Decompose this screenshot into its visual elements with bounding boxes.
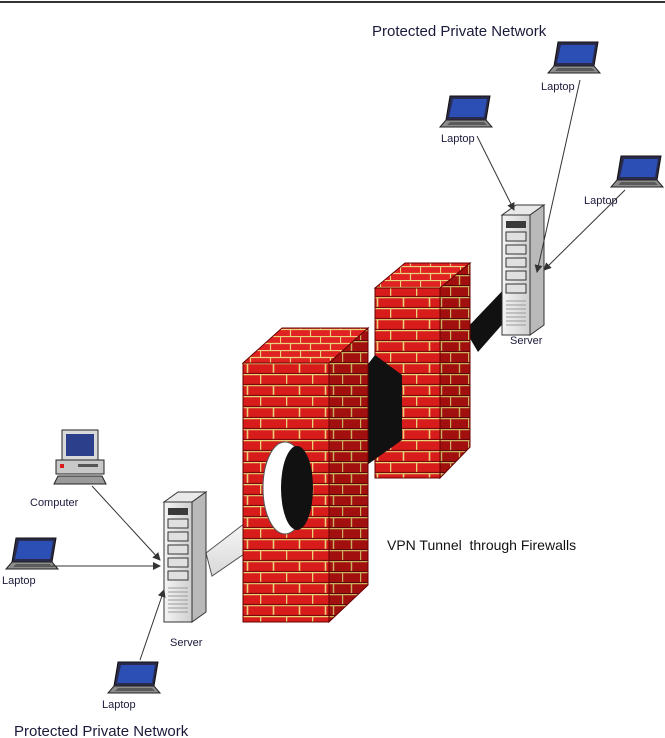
- laptop-label-top-right: Laptop: [541, 81, 575, 93]
- server-icon[interactable]: [163, 491, 207, 623]
- laptop-label-bottom: Laptop: [102, 699, 136, 711]
- laptop-label-right: Laptop: [584, 195, 618, 207]
- connection-arrows: [52, 79, 626, 661]
- firewall-front: [241, 326, 370, 624]
- server-label-top: Server: [510, 335, 543, 347]
- laptop-icon[interactable]: [5, 537, 59, 570]
- laptop-icon[interactable]: [107, 661, 161, 694]
- laptop-icon[interactable]: [547, 41, 601, 74]
- bottom-network-label: Protected Private Network: [14, 723, 189, 738]
- laptop-label-left: Laptop: [2, 575, 36, 587]
- computer-label: Computer: [30, 497, 79, 509]
- laptop-label-top-left: Laptop: [441, 133, 475, 145]
- laptop-icon[interactable]: [610, 155, 664, 188]
- laptop-icon[interactable]: [439, 95, 493, 128]
- computer-icon[interactable]: [53, 429, 107, 485]
- server-label-bottom: Server: [170, 637, 203, 649]
- vpn-tunnel-label: VPN Tunnel through Firewalls: [387, 537, 576, 553]
- top-network-label: Protected Private Network: [372, 23, 547, 40]
